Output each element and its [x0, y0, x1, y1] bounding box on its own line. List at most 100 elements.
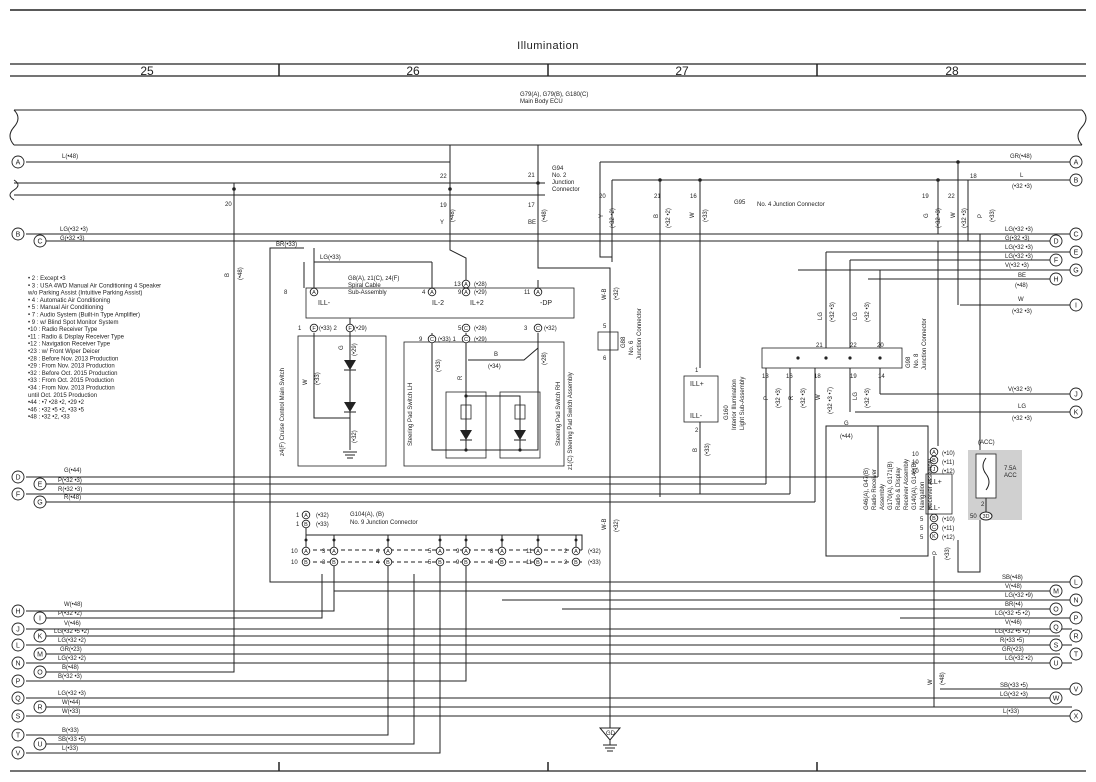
svg-text:(•32): (•32)	[352, 430, 358, 443]
note-line: •12 : Navigation Receiver Type	[28, 342, 111, 348]
wire-label-right-B-sub: (•32 •3)	[1012, 184, 1032, 190]
pin-marker: B	[435, 557, 445, 567]
connector-right-E: E	[1069, 245, 1083, 259]
svg-text:(•32 •3): (•32 •3)	[801, 388, 807, 408]
cruise-control-switch: W (•33) G (•29) (•32) z4(F) Cruise Contr…	[280, 333, 387, 467]
svg-text:U: U	[37, 742, 42, 749]
wire-label-left-I: P(•32 •2)	[58, 611, 82, 617]
svg-text:B: B	[1074, 178, 1079, 185]
wire-label-right-O: BR(•4)	[1005, 602, 1023, 608]
svg-text:(•32): (•32)	[588, 549, 601, 555]
wire-label-left-M: GR(•23)	[60, 647, 82, 653]
pin-marker: A	[461, 546, 471, 556]
connector-left-Q: Q	[11, 691, 25, 705]
wire-label-right-R: LG(•32 •5 •2)	[995, 629, 1030, 635]
svg-text:S: S	[16, 714, 21, 721]
svg-text:P: P	[764, 396, 770, 400]
svg-text:ILL+: ILL+	[690, 381, 704, 388]
svg-text:A: A	[464, 282, 468, 288]
svg-text:(•33): (•33)	[315, 372, 321, 385]
svg-text:8: 8	[284, 290, 288, 296]
connector-left-G: G	[33, 495, 47, 509]
note-line: •11 : Radio & Display Receiver Type	[28, 334, 125, 340]
note-line: •48 : •32 •2, •33	[28, 415, 70, 421]
svg-text:(•32): (•32)	[614, 287, 620, 300]
svg-text:(•33): (•33)	[705, 443, 711, 456]
svg-text:4: 4	[376, 549, 380, 555]
svg-text:A: A	[536, 549, 540, 555]
svg-text:(•33): (•33)	[945, 547, 951, 560]
svg-text:C: C	[464, 337, 468, 343]
connector-right-G: G	[1069, 263, 1083, 277]
connector-left-M: M	[33, 647, 47, 661]
pin-marker: A	[533, 546, 543, 556]
svg-text:S: S	[1054, 643, 1059, 650]
wire-label-right-K: LG	[1018, 404, 1026, 410]
svg-text:(•33): (•33)	[588, 560, 601, 566]
svg-text:-DP: -DP	[540, 300, 552, 307]
svg-text:R: R	[37, 705, 42, 712]
pin-marker: C	[533, 323, 543, 333]
svg-text:4: 4	[422, 290, 426, 296]
connector-right-P: P	[1069, 611, 1083, 625]
svg-text:D: D	[1053, 239, 1058, 246]
svg-text:W-B: W-B	[602, 518, 608, 530]
pin-marker: A	[533, 287, 543, 297]
ecu-label-1: G79(A), G79(B), G180(C)	[520, 92, 588, 98]
svg-text:9: 9	[456, 560, 460, 566]
svg-text:Steering Pad Switch LH: Steering Pad Switch LH	[408, 383, 414, 446]
pin-marker: A	[461, 287, 471, 297]
svg-text:Radio Receiver: Radio Receiver	[872, 469, 878, 510]
pin-marker: A	[427, 287, 437, 297]
svg-text:LG(•33): LG(•33)	[320, 255, 341, 261]
wire-label-left-L: LG(•32 •2)	[58, 638, 86, 644]
svg-text:BE: BE	[528, 220, 536, 226]
g160-illumination-light: ILL+ ILL- 1 2 B (•33) G160 Interior Illu…	[683, 368, 746, 494]
svg-text:(•48): (•48)	[238, 267, 244, 280]
svg-text:13: 13	[454, 282, 461, 288]
wire-label-left-H: W(•48)	[64, 602, 82, 608]
svg-text:9: 9	[458, 290, 462, 296]
wire-label-left-V: L(•33)	[62, 746, 78, 752]
connector-left-K: K	[33, 629, 47, 643]
wire-label-right-K-sub: (•32 •3)	[1012, 416, 1032, 422]
svg-text:G46(A), G47(B): G46(A), G47(B)	[864, 468, 870, 510]
svg-text:14: 14	[878, 374, 885, 380]
svg-text:18: 18	[970, 174, 977, 180]
wire-label-right-S: R(•33 •5)	[1000, 638, 1024, 644]
svg-text:B: B	[304, 560, 308, 566]
wire-label-right-P: LG(•32 •5 •2)	[995, 611, 1030, 617]
note-line: • 2 : Except •3	[28, 276, 66, 282]
svg-text:13: 13	[762, 374, 769, 380]
connector-left-O: O	[33, 665, 47, 679]
connector-right-I: I	[1069, 298, 1083, 312]
wire-label-left-D: G(•44)	[64, 468, 81, 474]
connector-right-N: N	[1069, 593, 1083, 607]
svg-text:z4(F) Cruise Control Main Swit: z4(F) Cruise Control Main Switch	[280, 368, 286, 456]
svg-text:5: 5	[920, 535, 924, 541]
svg-text:Receiver Assembly: Receiver Assembly	[928, 459, 934, 510]
svg-text:N: N	[15, 661, 20, 668]
pin-marker: B	[329, 557, 339, 567]
svg-text:N: N	[1073, 598, 1078, 605]
svg-text:5: 5	[428, 549, 432, 555]
wire-label-right-H-sub: (•48)	[1015, 283, 1028, 289]
svg-text:C: C	[536, 326, 540, 332]
wire-label-left-K: LG(•32 •5 •2)	[54, 629, 89, 635]
svg-text:E: E	[1074, 250, 1079, 257]
note-line: •10 : Radio Receiver Type	[28, 327, 98, 333]
svg-text:D: D	[15, 475, 20, 482]
svg-text:P: P	[16, 679, 21, 686]
note-line: w/o Parking Assist (Intuitive Parking As…	[27, 291, 142, 297]
pin-marker: B	[571, 557, 581, 567]
svg-text:P: P	[933, 551, 939, 555]
svg-text:G8(A), z1(C), z4(F): G8(A), z1(C), z4(F)	[348, 276, 399, 282]
svg-text:1: 1	[296, 522, 300, 528]
pin-marker: A	[301, 510, 311, 520]
svg-text:IL-2: IL-2	[432, 300, 444, 307]
svg-text:B: B	[438, 560, 442, 566]
svg-text:(•48): (•48)	[450, 209, 456, 222]
connector-right-H: H	[1049, 272, 1063, 286]
